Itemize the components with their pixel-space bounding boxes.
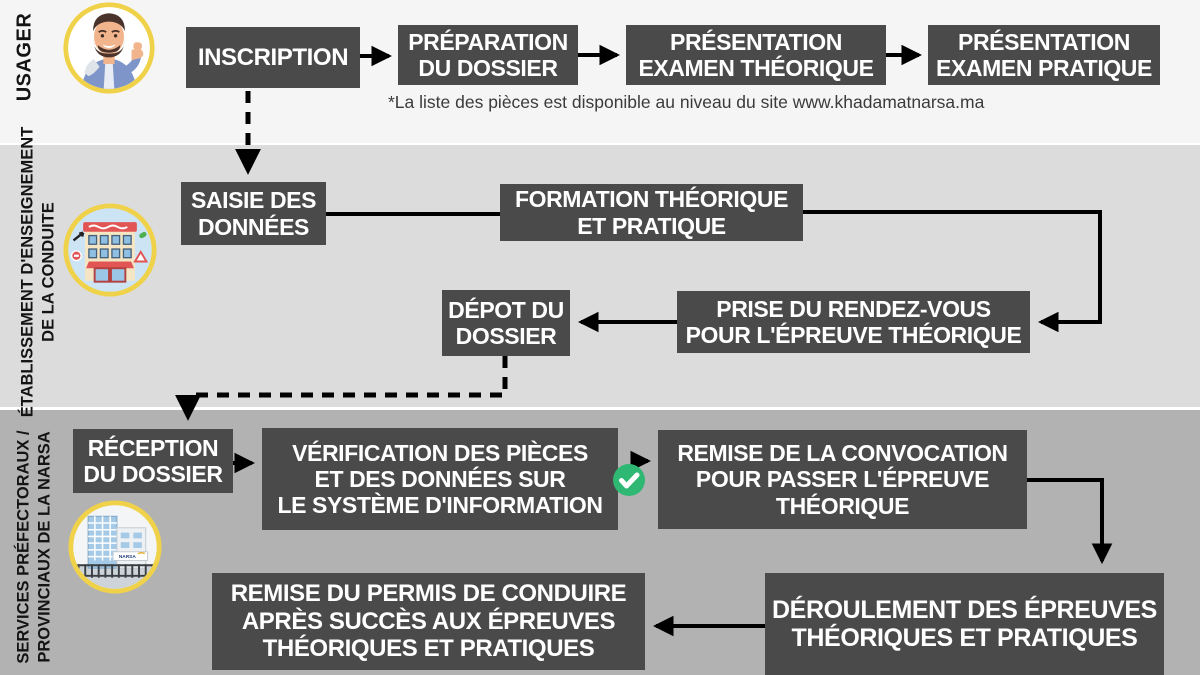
svg-text:NARSA: NARSA [119,554,137,560]
node-label: FORMATION THÉORIQUE ET PRATIQUE [514,186,789,239]
node-inscription: INSCRIPTION [186,27,360,88]
node-label: PRÉSENTATION EXAMEN PRATIQUE [936,28,1152,81]
node-presentation-examen-theorique: PRÉSENTATION EXAMEN THÉORIQUE [626,25,886,85]
driving-school-building-icon [62,202,158,298]
node-label: REMISE DE LA CONVOCATION POUR PASSER L'É… [677,440,1008,519]
node-label: PRÉPARATION DU DOSSIER [408,28,568,81]
node-prise-rdv: PRISE DU RENDEZ-VOUS POUR L'ÉPREUVE THÉO… [677,291,1030,353]
node-reception-dossier: RÉCEPTION DU DOSSIER [73,429,233,493]
band-label-narsa-services: SERVICES PRÉFECTORAUX / PROVINCIAUX DE L… [14,430,53,664]
band-label-driving-school: ÉTABLISSEMENT D'ENSEIGNEMENT DE LA CONDU… [18,126,57,418]
node-label: REMISE DU PERMIS DE CONDUIRE APRÈS SUCCÈ… [230,580,627,663]
node-label: DÉROULEMENT DES ÉPREUVES THÉORIQUES ET P… [772,595,1157,653]
narsa-office-building-icon: NARSA [67,499,163,595]
node-label: PRÉSENTATION EXAMEN THÉORIQUE [638,28,874,81]
node-label: PRISE DU RENDEZ-VOUS POUR L'ÉPREUVE THÉO… [685,295,1022,348]
node-verification-pieces: VÉRIFICATION DES PIÈCES ET DES DONNÉES S… [262,428,618,530]
node-remise-permis: REMISE DU PERMIS DE CONDUIRE APRÈS SUCCÈ… [212,573,645,670]
node-preparation-dossier: PRÉPARATION DU DOSSIER [398,25,578,85]
footnote-pieces-list: *La liste des pièces est disponible au n… [388,92,985,112]
band-driving-school [0,143,1200,407]
node-saisie-donnees: SAISIE DES DONNÉES [181,182,326,245]
usager-avatar-icon [62,1,156,95]
node-label: DÉPOT DU DOSSIER [448,296,564,349]
node-deroulement-epreuves: DÉROULEMENT DES ÉPREUVES THÉORIQUES ET P… [765,573,1164,675]
node-formation: FORMATION THÉORIQUE ET PRATIQUE [500,184,803,241]
check-icon [612,463,646,497]
node-remise-convocation: REMISE DE LA CONVOCATION POUR PASSER L'É… [658,430,1027,529]
node-depot-dossier: DÉPOT DU DOSSIER [442,290,570,356]
node-presentation-examen-pratique: PRÉSENTATION EXAMEN PRATIQUE [928,25,1160,85]
node-label: VÉRIFICATION DES PIÈCES ET DES DONNÉES S… [277,439,603,519]
band-label-usager: USAGER [13,12,36,102]
node-label: RÉCEPTION DU DOSSIER [83,434,223,487]
node-label: SAISIE DES DONNÉES [190,187,317,240]
node-label: INSCRIPTION [197,43,349,71]
